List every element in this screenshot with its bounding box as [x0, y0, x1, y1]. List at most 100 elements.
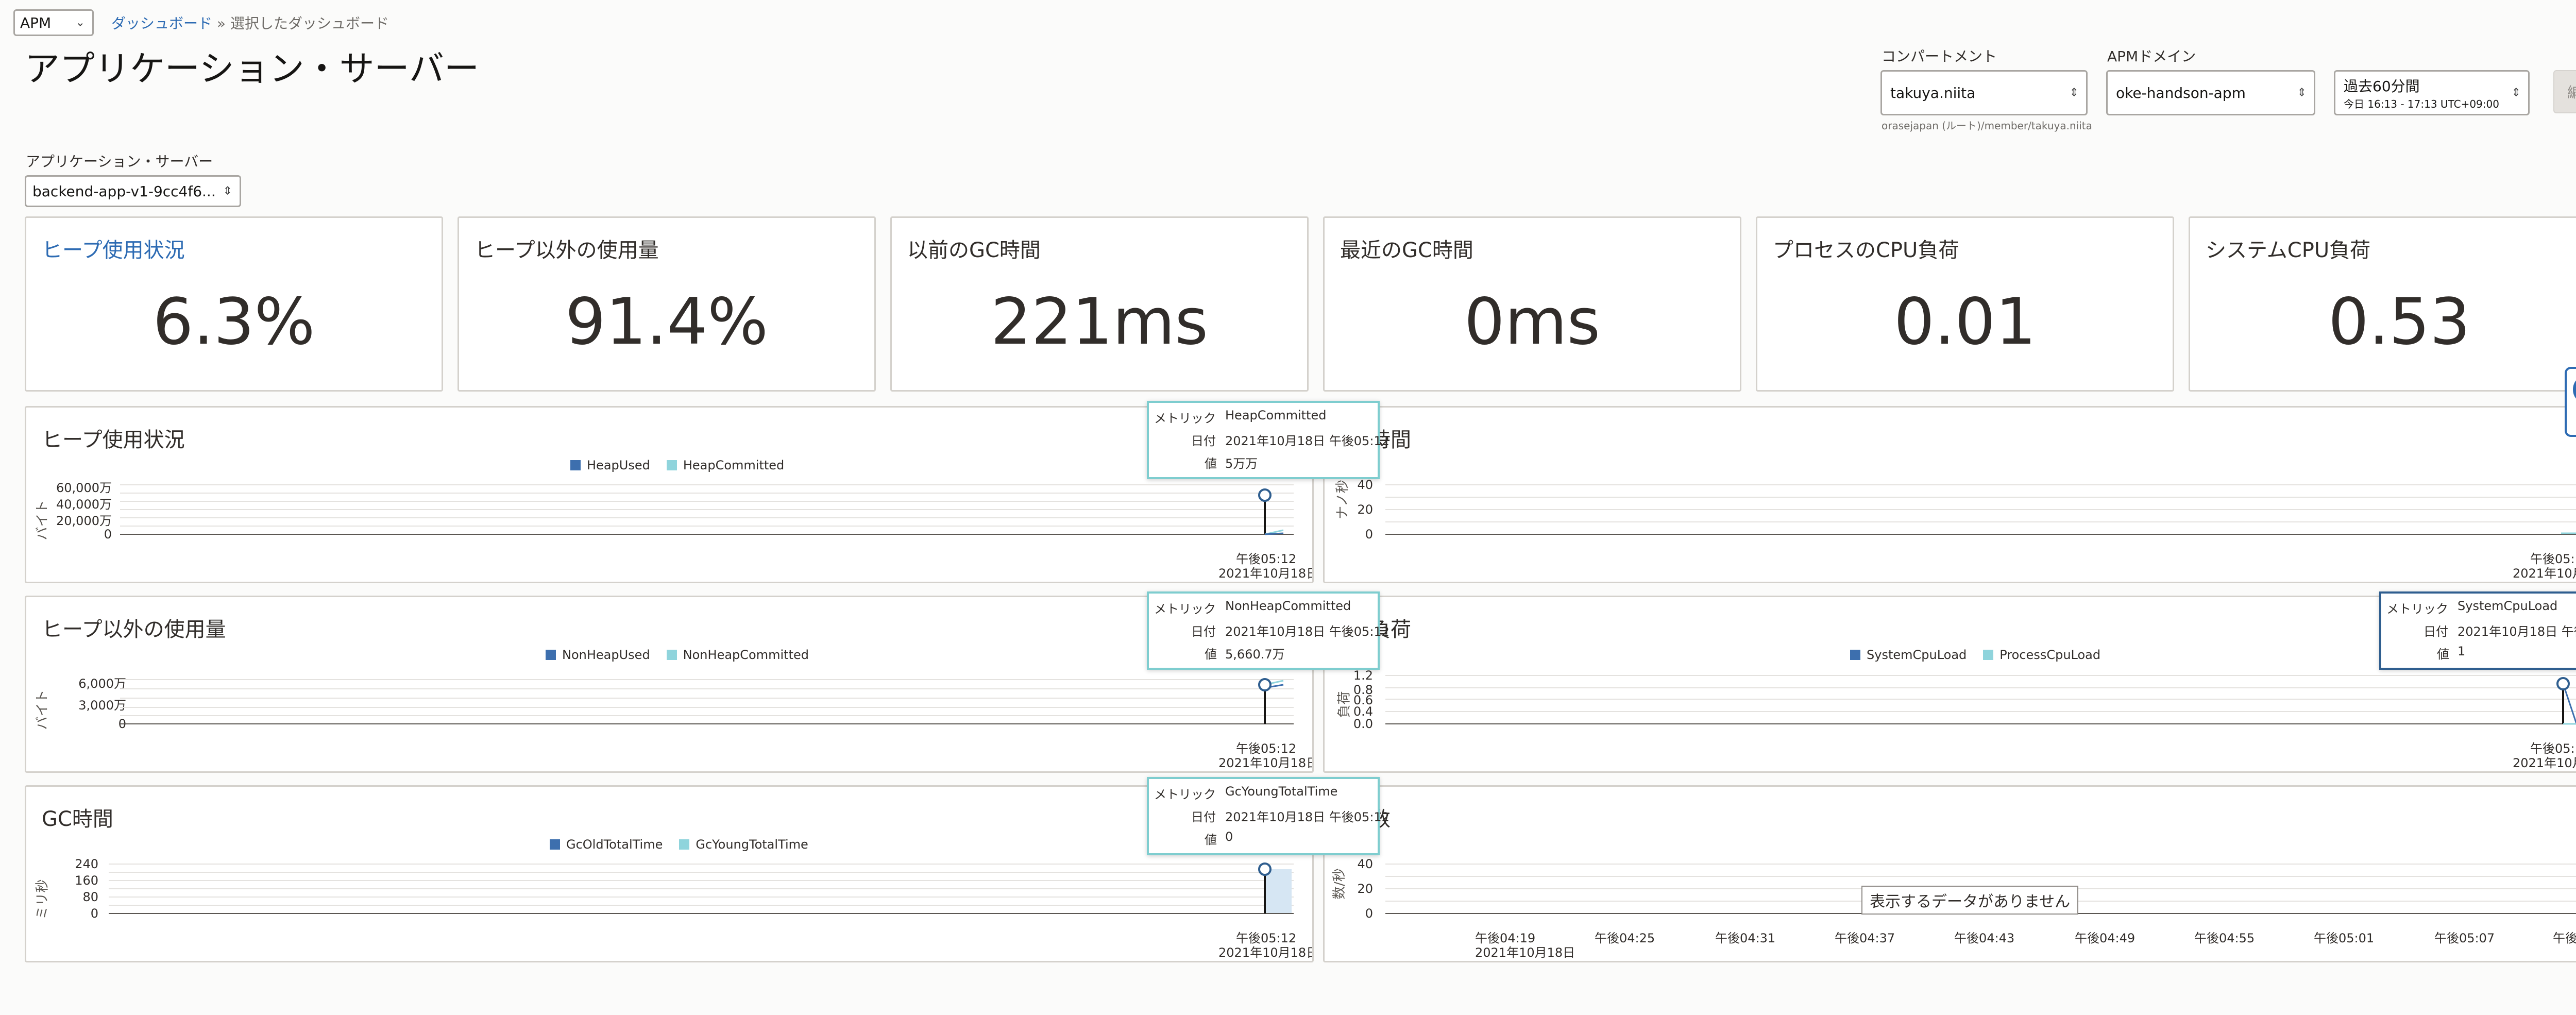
compartment-select[interactable]: takuya.niita ⇕: [1880, 70, 2088, 115]
chart-nonheap-usage[interactable]: ヒープ以外の使用量 NonHeapUsed NonHeapCommitted バ…: [25, 596, 1314, 773]
tooltip-metric: HeapCommitted: [1225, 408, 1327, 422]
x-tick-date: 2021年10月18日: [1218, 566, 1314, 581]
legend-item[interactable]: GcYoungTotalTime: [679, 837, 808, 852]
y-tick: 0: [1365, 906, 1373, 921]
legend-swatch: [1983, 650, 1994, 660]
legend-swatch: [666, 460, 677, 470]
apm-domain-select[interactable]: oke-handson-apm ⇕: [2106, 70, 2315, 115]
y-tick: 0.8: [1353, 683, 1373, 697]
chart-legend: HeapUsed HeapCommitted: [570, 458, 801, 472]
y-tick: 0: [90, 906, 98, 921]
chart-plot[interactable]: [26, 408, 1314, 583]
app-selector[interactable]: APM ⌄: [13, 9, 94, 36]
legend-item[interactable]: SystemCpuLoad: [1850, 648, 1967, 662]
tooltip-value: 1: [2458, 644, 2466, 658]
legend-label: NonHeapCommitted: [683, 648, 809, 662]
chart-heap-usage[interactable]: ヒープ使用状況 HeapUsed HeapCommitted バイト 60,00…: [25, 406, 1314, 583]
compartment-label: コンパートメント: [1882, 48, 1997, 65]
y-tick: 0.6: [1353, 693, 1373, 707]
tooltip-metric-label: メトリック: [2386, 602, 2448, 616]
tooltip-metric: NonHeapCommitted: [1225, 599, 1351, 613]
chart-plot[interactable]: [1325, 597, 2576, 773]
kpi-system-cpu-load[interactable]: システムCPU負荷 0.53: [2189, 216, 2576, 392]
x-tick: 午後04:25: [1595, 931, 1655, 945]
kpi-heap-usage[interactable]: ヒープ使用状況 6.3%: [25, 216, 443, 392]
series-gc-area: [1265, 869, 1292, 914]
kpi-process-cpu-load[interactable]: プロセスのCPU負荷 0.01: [1756, 216, 2174, 392]
x-tick: 午後05:01: [2314, 931, 2375, 945]
kpi-title[interactable]: ヒープ使用状況: [42, 239, 185, 262]
kpi-value: 0.53: [2328, 285, 2471, 359]
help-widget[interactable]: [2565, 367, 2576, 437]
time-range-detail: 今日 16:13 - 17:13 UTC+09:00: [2344, 97, 2499, 110]
legend-label: GcOldTotalTime: [566, 837, 663, 852]
app-server-label: アプリケーション・サーバー: [26, 153, 213, 170]
chart-gc-time-nanoseconds[interactable]: 時間 ナノ秒 40 20 0 午後05:12 2021年10月18日: [1323, 406, 2576, 583]
no-data-message: 表示するデータがありません: [1861, 886, 2079, 915]
chart-gc-time[interactable]: GC時間 GcOldTotalTime GcYoungTotalTime ミリ秒…: [25, 785, 1314, 962]
x-tick-date: 2021年10月18日: [2513, 566, 2576, 581]
x-tick-date: 2021年10月18日: [2513, 756, 2576, 770]
tooltip-metric: GcYoungTotalTime: [1225, 784, 1338, 799]
compartment-path: orasejapan (ルート)/member/takuya.niita: [1882, 120, 2092, 132]
tooltip-date-label: 日付: [1191, 624, 1216, 639]
kpi-previous-gc-time[interactable]: 以前のGC時間 221ms: [890, 216, 1309, 392]
breadcrumb: ダッシュボード » 選択したダッシュボード: [111, 12, 389, 33]
tooltip-metric-label: メトリック: [1154, 787, 1216, 802]
kpi-title: プロセスのCPU負荷: [1773, 239, 1959, 262]
chart-plot[interactable]: [1325, 408, 2576, 583]
legend-item[interactable]: NonHeapCommitted: [666, 648, 809, 662]
tooltip-value-label: 値: [2437, 647, 2449, 662]
tooltip-date-label: 日付: [1191, 810, 1216, 824]
tooltip-date: 2021年10月18日 午後05:12: [2458, 624, 2576, 639]
kpi-nonheap-usage[interactable]: ヒープ以外の使用量 91.4%: [457, 216, 876, 392]
compartment-value: takuya.niita: [1890, 84, 1976, 102]
kpi-title: 最近のGC時間: [1340, 239, 1473, 262]
legend-item[interactable]: HeapCommitted: [666, 458, 784, 472]
legend-item[interactable]: ProcessCpuLoad: [1983, 648, 2100, 662]
tooltip-value: 0: [1225, 830, 1233, 844]
tooltip-date-label: 日付: [1191, 434, 1216, 448]
tooltip-metric-label: メトリック: [1154, 411, 1216, 426]
x-tick-date: 2021年10月18日: [1218, 756, 1314, 770]
app-server-select[interactable]: backend-app-v1-9cc4f6... ⇕: [25, 175, 241, 207]
apm-domain-value: oke-handson-apm: [2116, 84, 2246, 102]
y-tick: 40: [1357, 857, 1373, 871]
y-tick: 20: [1357, 502, 1373, 517]
tooltip-metric-label: メトリック: [1154, 602, 1216, 616]
x-tick: 午後05:13: [2553, 931, 2576, 945]
y-tick: 0.0: [1353, 717, 1373, 731]
kpi-recent-gc-time[interactable]: 最近のGC時間 0ms: [1323, 216, 1741, 392]
chart-plot[interactable]: [26, 597, 1314, 773]
series-system-cpu: [2562, 683, 2576, 724]
breadcrumb-current: 選択したダッシュボード: [230, 15, 389, 32]
grid-dots-icon: [2567, 369, 2576, 435]
series-heap-used: [1264, 532, 1284, 535]
chart-plot[interactable]: [26, 787, 1314, 962]
time-range-select[interactable]: 過去60分間 今日 16:13 - 17:13 UTC+09:00 ⇕: [2334, 70, 2530, 115]
legend-item[interactable]: NonHeapUsed: [546, 648, 650, 662]
hover-point: [1258, 678, 1272, 691]
y-tick: 240: [75, 857, 98, 871]
kpi-title: システムCPU負荷: [2206, 239, 2371, 262]
legend-swatch: [679, 839, 690, 850]
hover-point: [1258, 488, 1272, 502]
legend-label: GcYoungTotalTime: [696, 837, 808, 852]
tooltip-metric: SystemCpuLoad: [2458, 599, 2558, 613]
time-range-value: 過去60分間: [2344, 77, 2420, 95]
x-tick: 午後04:55: [2194, 931, 2255, 945]
edit-button[interactable]: 編集: [2553, 70, 2576, 113]
y-tick: 160: [75, 873, 98, 888]
legend-swatch: [1850, 650, 1860, 660]
y-tick: 0: [1365, 527, 1373, 542]
chart-count-per-second[interactable]: 数 数/秒 40 20 0 表示するデータがありません 午後04:19 2021…: [1323, 785, 2576, 962]
breadcrumb-separator: »: [216, 15, 226, 32]
legend-label: NonHeapUsed: [562, 648, 650, 662]
x-tick: 午後05:07: [2434, 931, 2495, 945]
chart-legend: SystemCpuLoad ProcessCpuLoad: [1850, 648, 2117, 662]
legend-item[interactable]: GcOldTotalTime: [550, 837, 663, 852]
x-tick-date: 2021年10月18日: [1218, 945, 1314, 960]
breadcrumb-dashboard-link[interactable]: ダッシュボード: [111, 15, 213, 32]
chart-cpu-load[interactable]: 負荷 SystemCpuLoad ProcessCpuLoad 負荷 1.2 0…: [1323, 596, 2576, 773]
legend-item[interactable]: HeapUsed: [570, 458, 650, 472]
